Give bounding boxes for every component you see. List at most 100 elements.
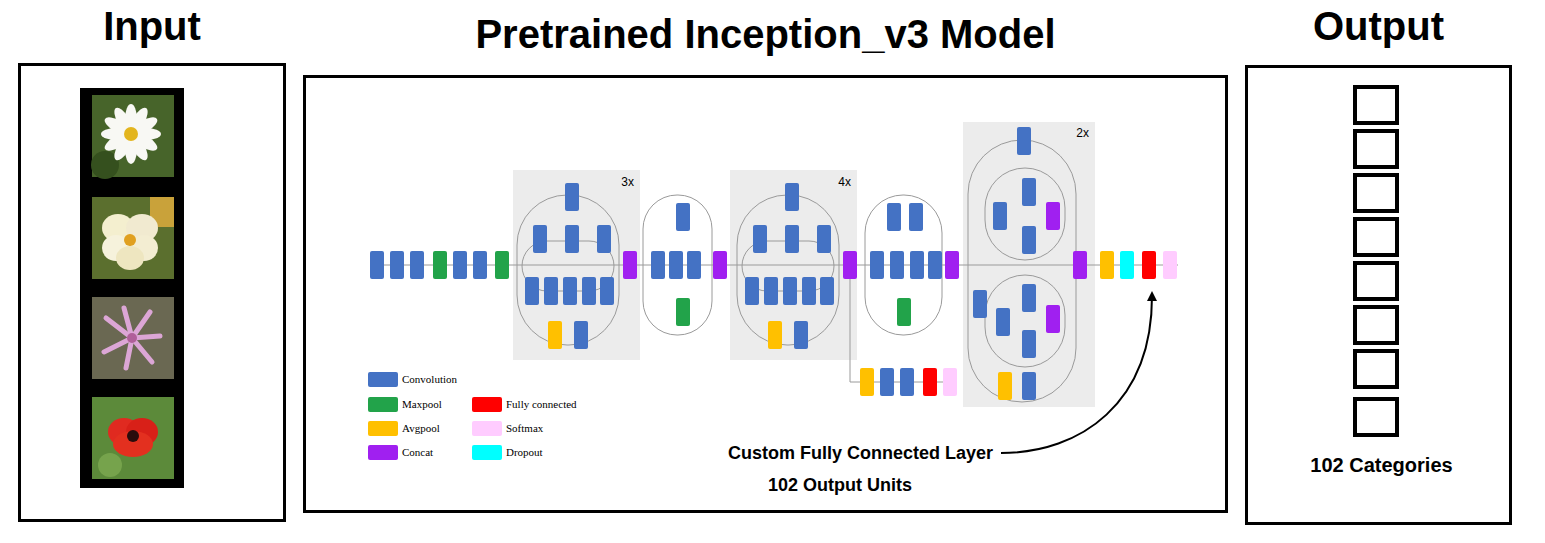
graphic-part [1073, 251, 1087, 279]
graphic-part [900, 368, 914, 396]
legend-swatch [472, 445, 502, 460]
graphic-part [998, 372, 1012, 400]
graphic-part [764, 277, 778, 305]
legend-text: Softmax [506, 421, 543, 436]
graphic-part [783, 277, 797, 305]
convolution-blocks [370, 127, 1036, 400]
graphic-part [928, 251, 942, 279]
graphic-part [945, 251, 959, 279]
graphic-part [92, 397, 174, 479]
graphic-part [870, 251, 884, 279]
graphic-part [643, 195, 712, 335]
graphic-part [843, 251, 857, 279]
graphic-part [525, 277, 539, 305]
graphic-part [1046, 305, 1060, 333]
graphic-part [817, 225, 831, 253]
graphic-part [1355, 175, 1397, 211]
legend-text: Maxpool [402, 397, 442, 412]
legend-swatch [368, 397, 398, 412]
graphic-part [582, 277, 596, 305]
graphic-part [1163, 251, 1177, 279]
panel-heading: Pretrained Inception_v3 Model [306, 11, 1225, 57]
legend-swatch [368, 372, 398, 387]
graphic-part [973, 290, 987, 318]
graphic-part [80, 88, 184, 488]
graphic-part [910, 251, 924, 279]
graphic-part [101, 104, 161, 164]
graphic-part [116, 246, 144, 270]
graphic-part [563, 277, 577, 305]
graphic-part [794, 321, 808, 349]
graphic-part [600, 277, 614, 305]
graphic-part [92, 197, 174, 279]
legend-text: Concat [402, 445, 433, 460]
graphic-part [453, 251, 467, 279]
graphic-part [433, 251, 447, 279]
output-caption: 102 Categories [1258, 453, 1505, 477]
graphic-part [390, 251, 404, 279]
graphic-part [1046, 202, 1060, 230]
flower-strip [80, 88, 184, 488]
output-units [1355, 87, 1397, 435]
graphic-part [676, 203, 690, 231]
graphic-part [495, 251, 509, 279]
graphic-part [98, 453, 122, 477]
graphic-part [687, 251, 701, 279]
panel-heading: Input [21, 3, 283, 49]
graphic-part [1022, 178, 1036, 206]
graphic-part [597, 225, 611, 253]
graphic-part [517, 195, 619, 345]
legend-text: Dropout [506, 445, 543, 460]
graphic-part [745, 277, 759, 305]
graphic-part [923, 368, 937, 396]
graphic-part [676, 298, 690, 326]
daisy-image [91, 95, 174, 179]
graphic-part [785, 225, 799, 253]
output-panel: Output102 Categories [1245, 65, 1512, 525]
graphic-part [985, 168, 1065, 260]
graphic-part [124, 234, 136, 246]
avgpool-blocks [548, 251, 1114, 400]
graphic-part [113, 431, 153, 457]
input-panel: Input [18, 63, 286, 522]
panel-heading: Output [1248, 3, 1509, 49]
graphic-part [127, 430, 139, 442]
graphic-part [1100, 251, 1114, 279]
graphic-part [737, 195, 839, 345]
graphic-part [897, 298, 911, 326]
graphic-part [124, 127, 138, 141]
graphic-part [968, 140, 1076, 402]
graphic-part [548, 321, 562, 349]
pansy-image [92, 197, 174, 279]
legend-swatch [472, 397, 502, 412]
graphic-part [92, 297, 174, 379]
graphic-part [544, 277, 558, 305]
graphic-part [943, 368, 957, 396]
graphic-part [713, 251, 727, 279]
graphic-part [574, 321, 588, 349]
graphic-part [1017, 127, 1031, 155]
callout-label: 102 Output Units [768, 474, 912, 496]
graphic-part [785, 183, 799, 211]
graphic-part [1355, 87, 1397, 123]
legend-swatch [472, 421, 502, 436]
graphic-part [565, 183, 579, 211]
graphic-part [890, 251, 904, 279]
graphic-part [370, 251, 384, 279]
legend-text: Fully connected [506, 397, 577, 412]
graphic-part [1355, 351, 1397, 387]
softmax-blocks [943, 251, 1177, 396]
graphic-part [860, 368, 874, 396]
poppy-image [92, 397, 174, 479]
repeat-count: 3x [621, 175, 634, 189]
maxpool-blocks [433, 251, 911, 326]
graphic-part [102, 214, 158, 270]
graphic-part [473, 251, 487, 279]
legend-swatch [368, 421, 398, 436]
graphic-part [651, 251, 665, 279]
graphic-part [1355, 263, 1397, 299]
graphic-part [1022, 330, 1036, 358]
repeat-count: 2x [1076, 126, 1089, 140]
graphic-part [1022, 226, 1036, 254]
graphic-part [820, 277, 834, 305]
